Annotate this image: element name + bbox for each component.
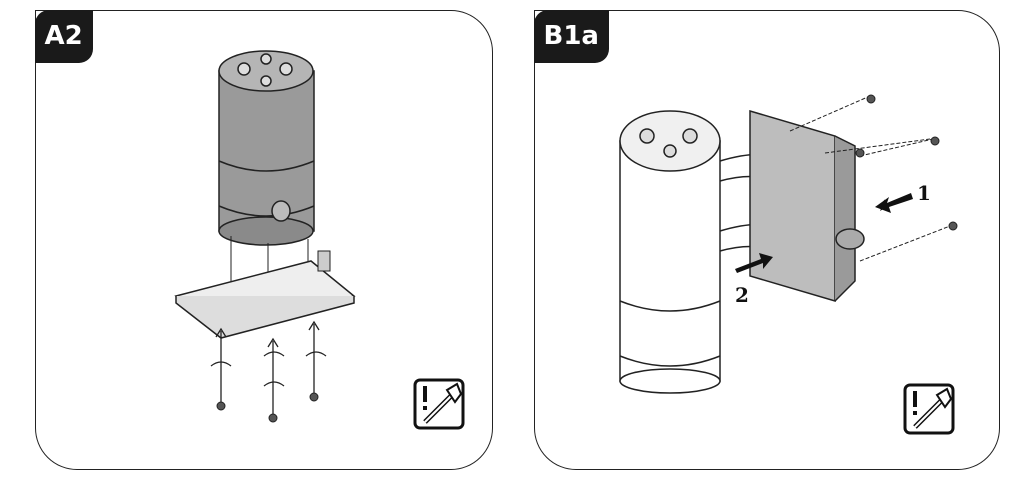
screwdriver-warning-icon (903, 383, 955, 435)
step-label: B1a (533, 9, 609, 63)
step-panel-b1a: B1a 1 2 (533, 9, 1000, 470)
mounting-base-illustration (174, 50, 356, 423)
callout-1: 1 (917, 181, 931, 205)
step-label: A2 (34, 9, 93, 63)
screwdriver-warning-icon (413, 378, 465, 430)
wall-mount-illustration (619, 94, 958, 394)
step-panel-a2: A2 (34, 9, 493, 470)
callout-2: 2 (735, 283, 749, 307)
